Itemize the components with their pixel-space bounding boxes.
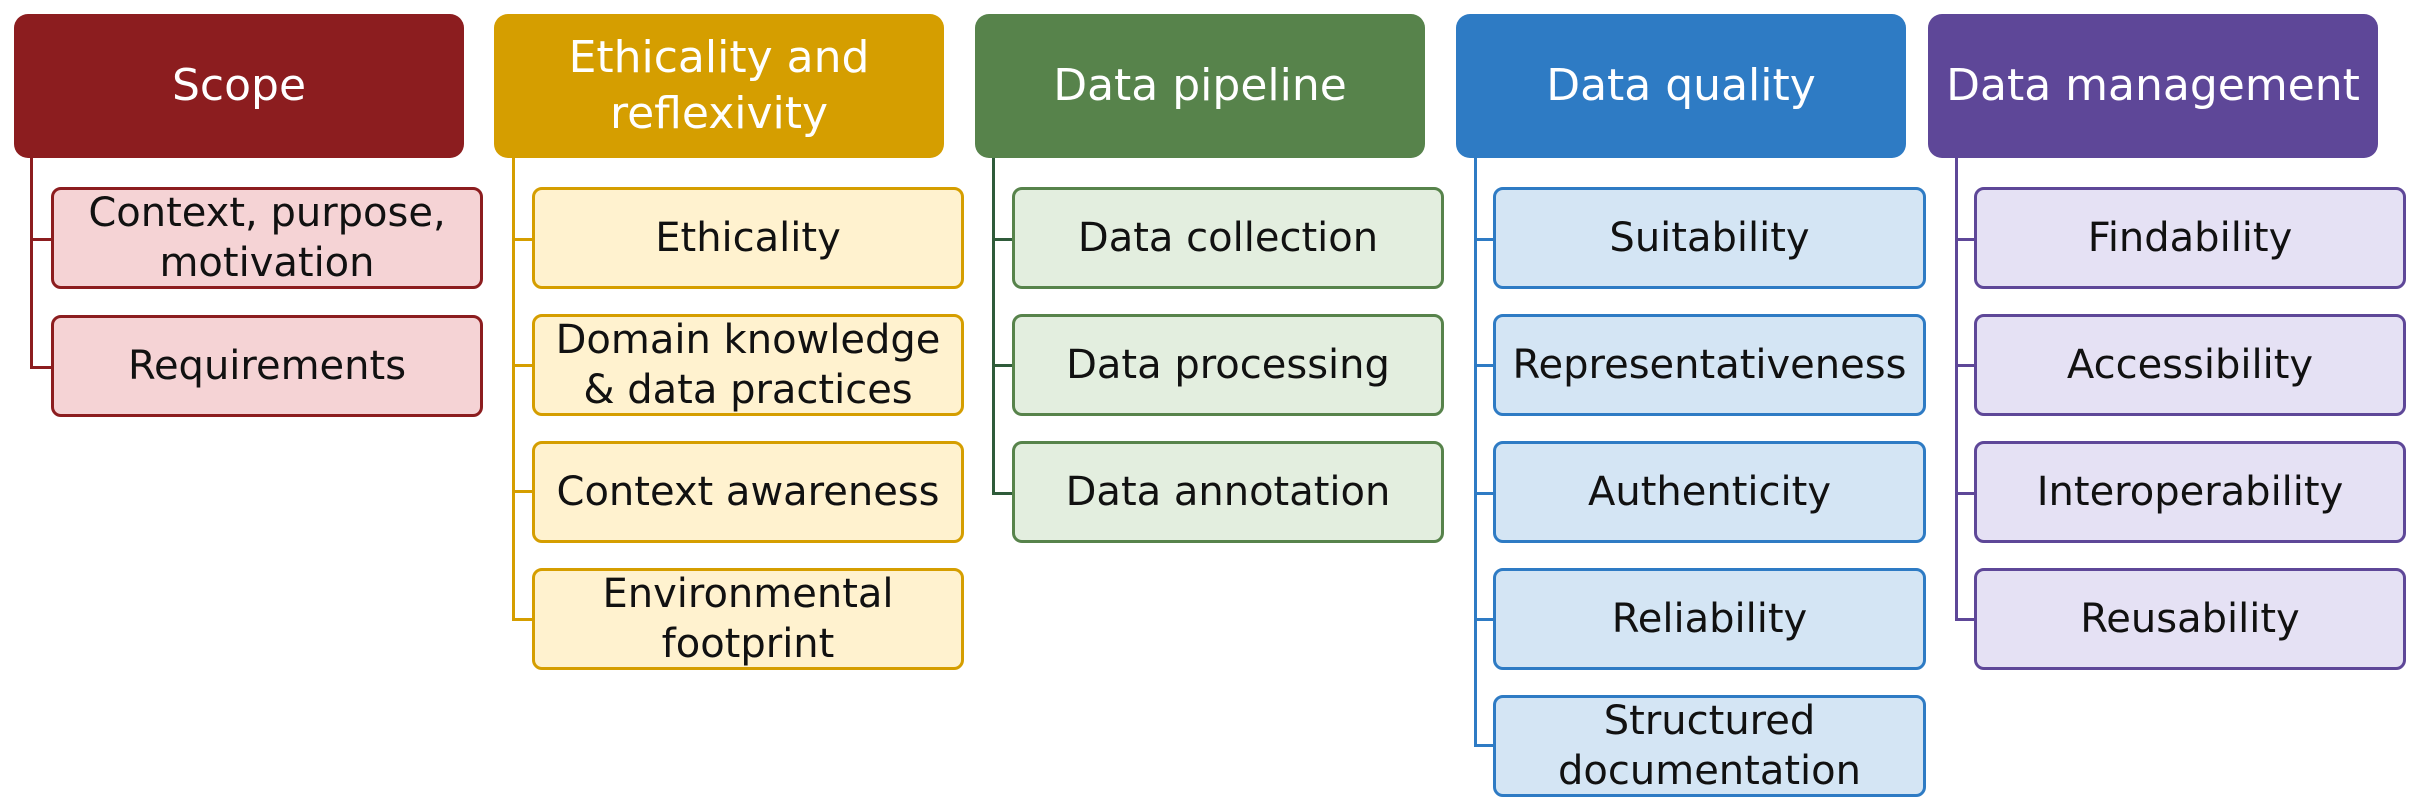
item-box: Environmental footprint [532,568,964,670]
item-box: Data annotation [1012,441,1444,543]
item-box: Context awareness [532,441,964,543]
column-connector-line [992,158,995,494]
branch-line [1474,618,1496,621]
branch-line [512,490,534,493]
branch-line [30,366,52,369]
column-header: Data pipeline [975,14,1425,158]
item-box: Requirements [51,315,483,417]
branch-line [1955,492,1977,495]
branch-line [1474,492,1496,495]
branch-line [512,618,534,621]
branch-line [1955,364,1977,367]
item-box: Reliability [1493,568,1926,670]
item-box: Reusability [1974,568,2406,670]
item-box: Authenticity [1493,441,1926,543]
branch-line [992,492,1014,495]
branch-line [1474,238,1496,241]
branch-line [512,364,534,367]
branch-line [1955,238,1977,241]
item-box: Representativeness [1493,314,1926,416]
column-connector-line [1474,158,1477,746]
item-box: Data collection [1012,187,1444,289]
item-box: Domain knowledge & data practices [532,314,964,416]
column-connector-line [512,158,515,620]
item-box: Interoperability [1974,441,2406,543]
branch-line [512,238,534,241]
column-header: Data quality [1456,14,1906,158]
column-connector-line [30,158,33,368]
column-header: Scope [14,14,464,158]
branch-line [1955,618,1977,621]
branch-line [1474,744,1496,747]
branch-line [1474,364,1496,367]
item-box: Suitability [1493,187,1926,289]
column-connector-line [1955,158,1958,620]
item-box: Context, purpose, motivation [51,187,483,289]
branch-line [30,238,52,241]
column-header: Ethicality and reflexivity [494,14,944,158]
item-box: Data processing [1012,314,1444,416]
column-header: Data management [1928,14,2378,158]
branch-line [992,364,1014,367]
item-box: Accessibility [1974,314,2406,416]
item-box: Structured documentation [1493,695,1926,797]
branch-line [992,238,1014,241]
item-box: Ethicality [532,187,964,289]
item-box: Findability [1974,187,2406,289]
